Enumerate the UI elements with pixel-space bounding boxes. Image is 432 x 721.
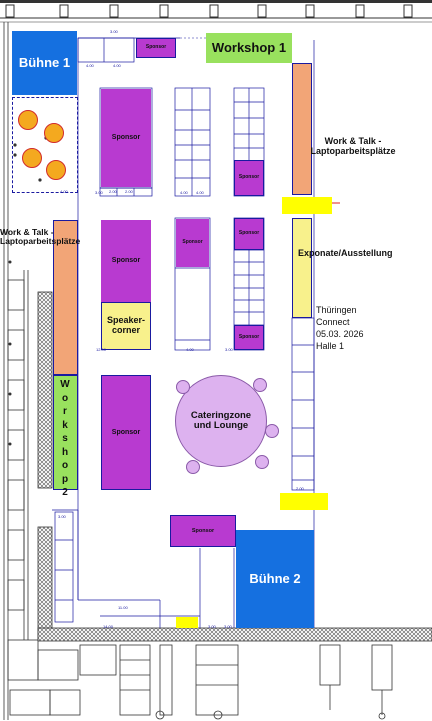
worktalk-area-left (53, 220, 78, 375)
exhibit-booths (291, 317, 315, 491)
lounge-seat (253, 378, 267, 392)
lounge-seat (186, 460, 200, 474)
catering-line1: Cateringzone (190, 409, 252, 421)
dimension-label: 4.00 (113, 63, 121, 68)
dimension-label: 4.00 (196, 190, 204, 195)
dimension-label: 3.00 (208, 624, 216, 629)
worktalk-label-right-line1: Work & Talk - (324, 136, 382, 147)
workshop-2-letter: s (62, 433, 68, 444)
dimension-label: 4.00 (86, 63, 94, 68)
seating-area-stage-1 (12, 97, 78, 193)
sponsor-label: Sponsor (111, 428, 141, 436)
dimension-label: 3.00 (95, 190, 103, 195)
worktalk-label-right: Work & Talk - Laptoparbeitsplätze (288, 132, 418, 162)
dimension-label: 4.00 (186, 347, 194, 352)
lounge-seat (176, 380, 190, 394)
dimension-label: 14.00 (103, 624, 114, 629)
top-booth-row (77, 37, 135, 63)
exhibits-area (292, 218, 312, 318)
stage-2: Bühne 2 (236, 530, 314, 628)
round-table (46, 160, 66, 180)
catering-line2: und Lounge (193, 420, 249, 431)
sponsor-booth-2: Sponsor (234, 160, 264, 196)
workshop-2-letter: o (61, 392, 69, 404)
round-table (18, 110, 38, 130)
dimension-label: 3.00 (110, 29, 118, 34)
booth-grid-4 (174, 217, 211, 351)
sponsor-label: Sponsor (111, 257, 141, 265)
workshop-1-label: Workshop 1 (211, 39, 287, 55)
event-info-line2: Connect (316, 317, 350, 327)
sponsor-label: Sponsor (238, 333, 260, 340)
dimension-label: 3.00 (224, 624, 232, 629)
stage-2-label: Bühne 2 (249, 570, 301, 586)
speaker-corner: Speaker- corner (101, 302, 151, 350)
speaker-corner-line1: Speaker- (106, 315, 146, 326)
worktalk-label-right-line2: Laptoparbeitsplätze (310, 146, 396, 156)
booth-grid-2 (174, 87, 211, 197)
worktalk-label-left-line2: Laptoparbeitsplätze (0, 236, 81, 247)
workshop-2-letter: o (61, 460, 69, 471)
sponsor-label: Sponsor (111, 134, 141, 142)
lounge-seat (265, 424, 279, 438)
sponsor-booth-5: Sponsor (234, 218, 264, 250)
workshop-2-letter: p (61, 473, 69, 485)
sponsor-booth-top: Sponsor (136, 38, 176, 58)
speaker-corner-line2: corner (111, 325, 140, 335)
stage-1-label: Bühne 1 (18, 54, 71, 70)
sponsor-booth-4: Sponsor (176, 219, 209, 267)
workshop-2 (53, 375, 78, 490)
dimension-label: 11.00 (118, 605, 128, 610)
event-info: Thüringen Connect 05.03. 2026 Halle 1 (316, 304, 406, 358)
booth-grid-3 (233, 87, 265, 197)
booth-block-1 (99, 87, 153, 197)
event-info-line4: Halle 1 (316, 341, 345, 351)
workshop-2-letter: 2 (62, 487, 68, 498)
sponsor-label: Sponsor (145, 44, 167, 51)
workshop-2-letter: h (61, 446, 69, 458)
workshop-2-label: W o r k s h o p 2 (58, 378, 72, 500)
lounge-seat (255, 455, 269, 469)
dimension-label: 4.00 (180, 190, 188, 195)
workshop-2-letter: W (60, 379, 70, 390)
highlight-marker (282, 197, 332, 214)
round-table (44, 123, 64, 143)
dimension-label: 2.00 (296, 486, 304, 491)
dimension-label: 2.00 (109, 189, 117, 194)
event-info-line3: 05.03. 2026 (316, 329, 364, 339)
worktalk-label-left: Work & Talk - Laptoparbeitsplätze (0, 227, 110, 258)
stage-1: Bühne 1 (12, 31, 77, 95)
dimension-label: 3.00 (225, 347, 233, 352)
sponsor-booth-1: Sponsor (101, 89, 151, 187)
sponsor-label: Sponsor (182, 239, 203, 246)
dimension-label: 2.00 (125, 189, 133, 194)
sponsor-booth-6: Sponsor (234, 325, 264, 350)
sponsor-label: Sponsor (191, 527, 215, 534)
event-info-line1: Thüringen (316, 305, 357, 315)
sponsor-label: Sponsor (238, 230, 260, 237)
dimension-label: 12.00 (96, 347, 107, 352)
sponsor-booth-7: Sponsor (101, 375, 151, 490)
highlight-marker (176, 617, 198, 628)
dimension-label: 4.00 (60, 189, 68, 194)
exhibits-label: Exponate/Ausstellung (298, 246, 430, 262)
highlight-marker (280, 493, 328, 510)
workshop-2-letter: k (62, 419, 68, 431)
worktalk-label-left-line1: Work & Talk - (0, 227, 54, 237)
workshop-1: Workshop 1 (206, 33, 292, 63)
catering-lounge: Cateringzone und Lounge (175, 375, 267, 467)
sponsor-booth-8: Sponsor (170, 515, 236, 547)
sponsor-booth-3: Sponsor (101, 220, 151, 302)
round-table (22, 148, 42, 168)
workshop-2-letter: r (63, 406, 67, 417)
exhibits-label-text: Exponate/Ausstellung (298, 248, 393, 259)
worktalk-area-right (292, 63, 312, 195)
sponsor-label: Sponsor (238, 174, 260, 181)
dimension-label: 3.00 (58, 514, 66, 519)
